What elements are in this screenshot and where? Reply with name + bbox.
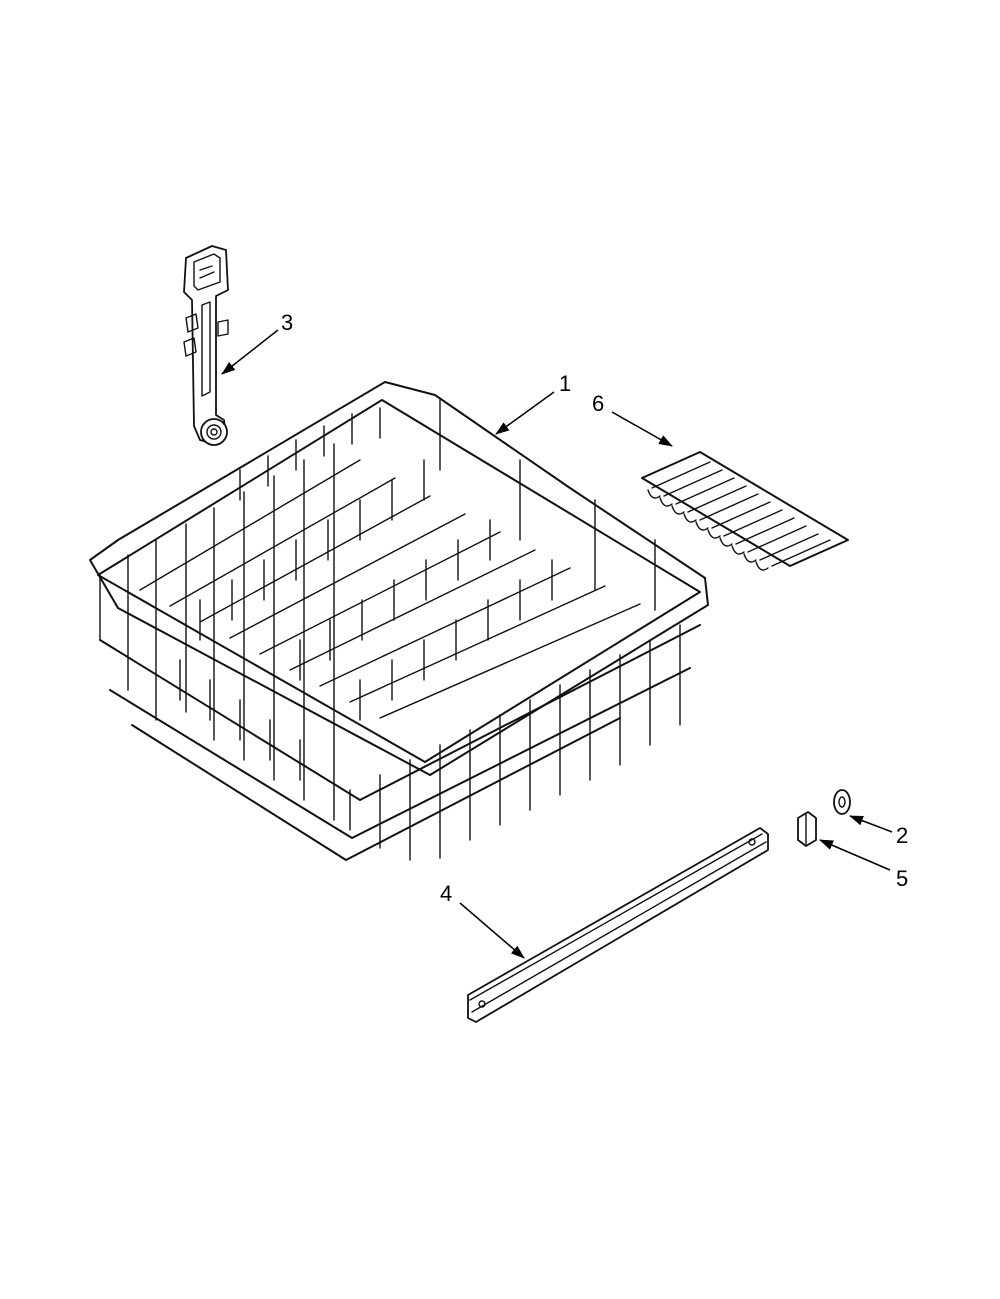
rail-washer-part (833, 789, 851, 815)
leader-line-5 (819, 839, 891, 871)
callout-1: 1 (559, 371, 572, 396)
leader-line-3 (221, 329, 279, 375)
rack-rail-part (467, 827, 769, 1023)
callout-4: 4 (440, 881, 453, 906)
leader-line-2 (849, 815, 893, 833)
tine-insert-part (641, 451, 849, 571)
callout-2: 2 (896, 823, 909, 848)
rail-stop-part (797, 811, 817, 847)
callout-5: 5 (896, 866, 909, 891)
callout-3: 3 (281, 310, 294, 335)
upper-dishrack-part (89, 381, 709, 861)
leader-line-4 (459, 902, 525, 959)
leader-line-1 (495, 391, 555, 435)
leader-line-6 (611, 411, 673, 447)
rack-adjuster-part (183, 245, 229, 446)
callout-6: 6 (592, 391, 605, 416)
